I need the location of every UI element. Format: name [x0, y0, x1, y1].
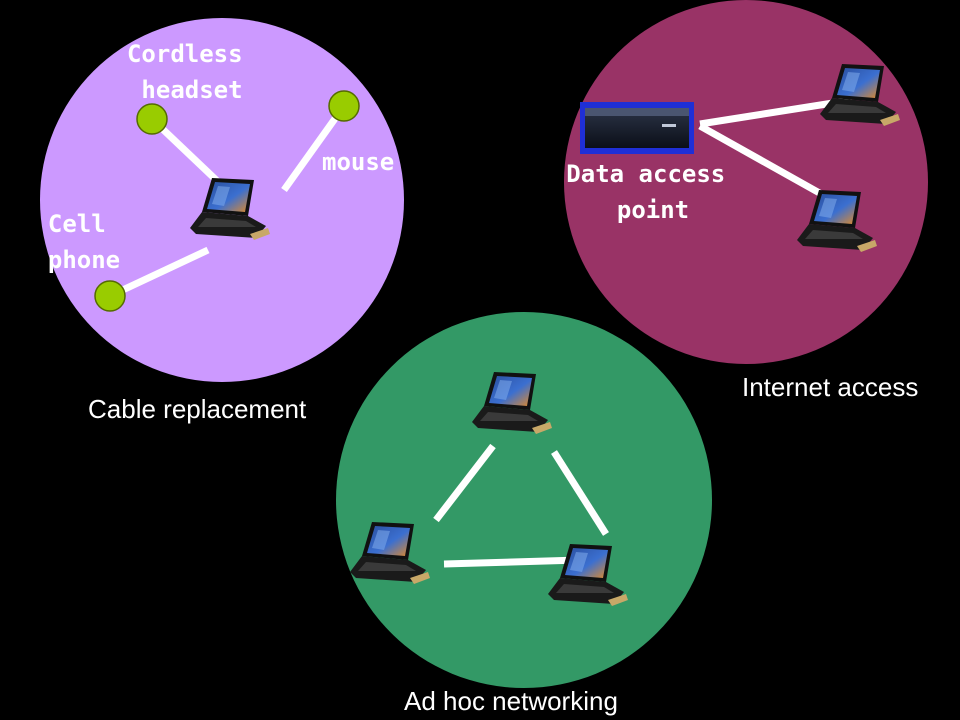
headset-dot-icon: [136, 103, 168, 135]
adhoc-link-right: [551, 450, 609, 536]
headset-label-line2: headset: [141, 76, 242, 104]
adhoc-caption: Ad hoc networking: [404, 686, 618, 716]
adhoc-circle: [336, 312, 712, 688]
svg-text:Cell phone: Cell phone: [48, 210, 120, 274]
access-point-label-line2: point: [617, 196, 689, 224]
phone-dot-icon: [94, 280, 126, 312]
ap-link-top: [699, 96, 853, 128]
adhoc-group: Ad hoc networking: [336, 312, 712, 716]
cable-replacement-group: Cordless headset mouse Cell phone Cable …: [40, 18, 404, 424]
adhoc-link-left: [433, 443, 496, 523]
phone-link: [108, 246, 210, 300]
phone-label-line2: phone: [48, 246, 120, 274]
adhoc-link-bottom: [443, 556, 581, 568]
mouse-label: mouse: [322, 148, 394, 176]
access-point-icon: [580, 102, 694, 154]
ap-link-bottom: [698, 122, 834, 204]
svg-text:Data access point: Data access point: [566, 160, 739, 224]
headset-label-line1: Cordless: [127, 40, 243, 68]
phone-label-line1: Cell: [48, 210, 106, 238]
internet-access-group: Data access point Internet access: [564, 0, 928, 402]
access-point-label-line1: Data access: [566, 160, 725, 188]
svg-text:Cordless headset: Cordless headset: [127, 40, 257, 104]
internet-access-caption: Internet access: [742, 372, 918, 402]
mouse-link: [281, 103, 347, 193]
cable-replacement-caption: Cable replacement: [88, 394, 307, 424]
mouse-dot-icon: [328, 90, 360, 122]
